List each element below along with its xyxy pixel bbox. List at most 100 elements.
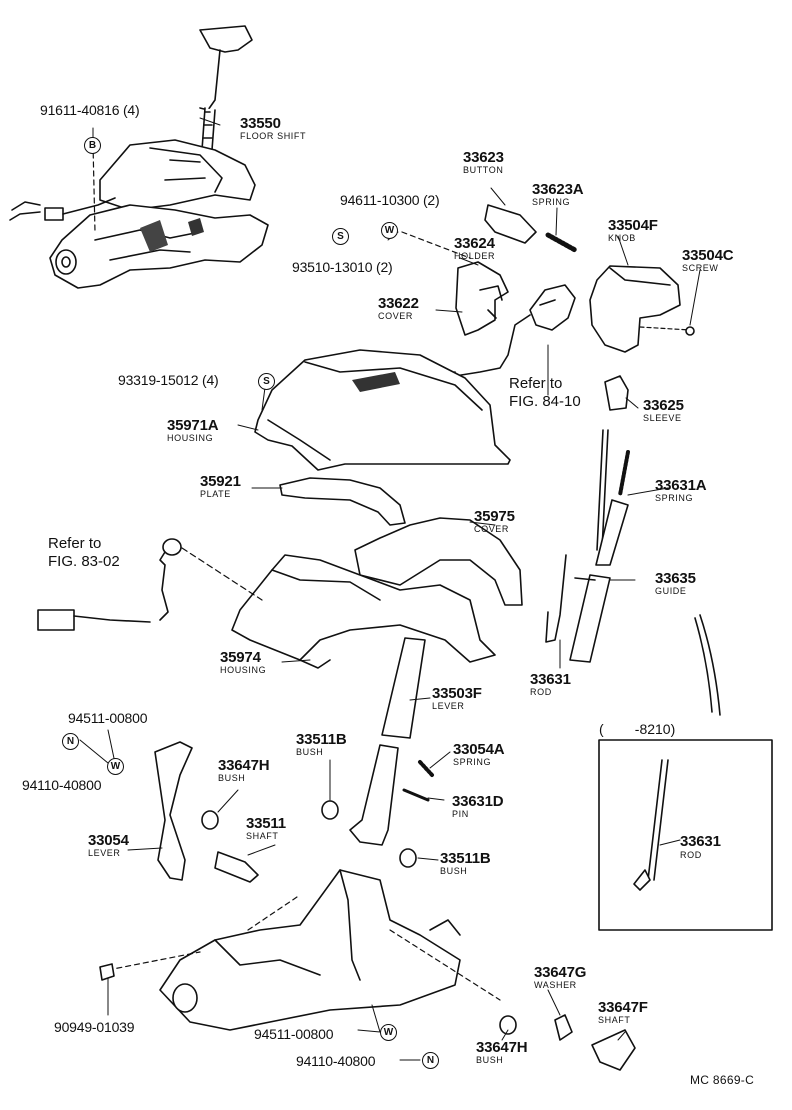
part-number: 33054 <box>88 832 129 849</box>
part-name: BUTTON <box>463 165 504 175</box>
callout-93319-15012: 93319-15012 (4) <box>118 373 219 387</box>
callout-94110-40800-bot: 94110-40800 <box>296 1054 375 1068</box>
part-name: LEVER <box>432 701 465 711</box>
part-number: 35974 <box>220 649 261 666</box>
callout-90949-01039: 90949-01039 <box>54 1019 135 1035</box>
part-number: 33631D <box>452 793 504 810</box>
symbol-s-icon: S <box>332 228 349 245</box>
part-name: SLEEVE <box>643 413 682 423</box>
diagram-code: MC 8669-C <box>690 1073 755 1087</box>
part-number: 33550 <box>240 115 281 132</box>
part-number: 93510-13010 (2) <box>292 259 393 275</box>
part-name: BUSH <box>296 747 324 757</box>
part-name: BUSH <box>476 1055 504 1065</box>
upper-housing <box>254 349 511 471</box>
ref-note-fig-84-10: Refer to FIG. 84-10 <box>509 375 581 410</box>
base-bracket <box>99 869 636 1071</box>
callout-94511-00800-bot: 94511-00800 <box>254 1027 333 1041</box>
callout-94511-00800-top: 94511-00800 <box>68 711 147 725</box>
part-name: BUSH <box>218 773 246 783</box>
part-number: 33647H <box>476 1039 528 1056</box>
part-name: COVER <box>378 311 414 321</box>
part-number: 33631A <box>655 477 707 494</box>
cover-part <box>354 517 523 606</box>
part-number: 33647F <box>598 999 648 1016</box>
part-name: HOUSING <box>220 665 267 675</box>
part-name: GUIDE <box>655 586 687 596</box>
part-number: 33623 <box>463 149 504 166</box>
symbol-s-icon: S <box>258 373 275 390</box>
part-number: 33504C <box>682 247 734 264</box>
part-number: 33503F <box>432 685 482 702</box>
part-number: 35975 <box>474 508 515 525</box>
inset-part-name: ROD <box>680 850 702 860</box>
part-number: 94511-00800 <box>68 710 148 726</box>
part-number: 33647H <box>218 757 270 774</box>
part-name: HOUSING <box>167 433 214 443</box>
knob-assembly <box>401 204 695 411</box>
part-name: HOLDER <box>454 251 496 261</box>
symbol-n-icon: N <box>422 1052 439 1069</box>
callout-93510-13010: 93510-13010 (2) <box>292 260 393 274</box>
part-number: 33511 <box>246 815 286 832</box>
part-name: PLATE <box>200 489 231 499</box>
callout-94110-40800-top: 94110-40800 <box>22 778 101 792</box>
part-name: ROD <box>530 687 552 697</box>
part-name: FLOOR SHIFT <box>240 131 307 141</box>
inset-title: ( -8210) <box>599 721 676 737</box>
part-number: 94611-10300 (2) <box>340 192 440 208</box>
switch-wiring <box>37 538 263 631</box>
part-name: WASHER <box>534 980 577 990</box>
part-number: 33511B <box>440 850 491 867</box>
symbol-w-icon: W <box>381 222 398 239</box>
part-name: PIN <box>452 809 469 819</box>
floor-shift-assembly <box>9 25 269 289</box>
callout-91611-40816: 91611-40816 (4) <box>40 103 140 117</box>
part-number: 33624 <box>454 235 495 252</box>
part-number: 35921 <box>200 473 241 490</box>
part-name: LEVER <box>88 848 121 858</box>
part-number: 33054A <box>453 741 505 758</box>
inset-box <box>598 739 773 931</box>
part-number: 33504F <box>608 217 658 234</box>
part-name: SPRING <box>453 757 492 767</box>
part-name: KNOB <box>608 233 636 243</box>
symbol-w-icon: W <box>380 1024 397 1041</box>
rod-guide-assembly <box>545 429 721 716</box>
lower-housing <box>231 554 496 669</box>
part-number: 91611-40816 (4) <box>40 102 140 118</box>
plate-part <box>279 477 406 526</box>
part-number: 90949-01039 <box>54 1019 135 1035</box>
callout-94611-10300: 94611-10300 (2) <box>340 193 440 207</box>
part-name: SCREW <box>682 263 719 273</box>
part-number: 33623A <box>532 181 584 198</box>
symbol-b-icon: B <box>84 137 101 154</box>
part-number: 33647G <box>534 964 587 981</box>
part-number: 93319-15012 (4) <box>118 372 219 388</box>
part-number: 94511-00800 <box>254 1026 334 1042</box>
